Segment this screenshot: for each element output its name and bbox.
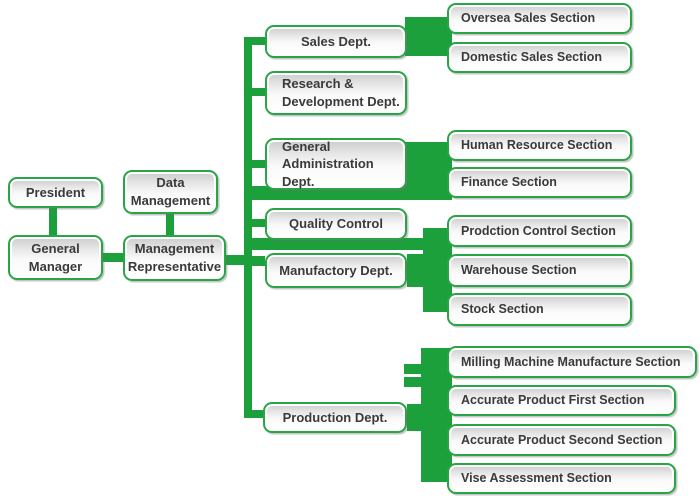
- connector-branch-general-admin: [252, 160, 265, 168]
- connector-datamgmt-mgmtrep: [166, 213, 174, 236]
- node-finance-section: Finance Section: [447, 167, 632, 198]
- connector-branch-sales: [252, 37, 265, 45]
- node-manufactory-dept: Manufactory Dept.: [265, 253, 407, 288]
- connector-production-bar: [407, 404, 421, 431]
- connector-mgmtrep-trunk: [226, 255, 244, 265]
- connector-branch-production: [244, 410, 265, 418]
- node-vise-assessment-section: Vise Assessment Section: [447, 463, 676, 494]
- connector-stub-lower: [404, 377, 421, 387]
- node-president: President: [8, 177, 103, 208]
- node-prodction-control-section: Prodction Control Section: [447, 215, 632, 247]
- node-general-manager: General Manager: [8, 235, 103, 280]
- node-sales-dept: Sales Dept.: [265, 25, 407, 58]
- connector-branch-rnd: [252, 88, 265, 96]
- connector-president-general-manager: [49, 207, 57, 236]
- node-rnd-dept: Research & Development Dept.: [265, 71, 407, 115]
- node-management-representative: Management Representative: [123, 235, 226, 281]
- connector-gm-mgmtrep: [103, 253, 123, 262]
- node-accurate-second-section: Accurate Product Second Section: [447, 424, 676, 456]
- node-accurate-first-section: Accurate Product First Section: [447, 385, 676, 416]
- connector-band-manufactory-sections: [252, 238, 430, 250]
- node-warehouse-section: Warehouse Section: [447, 254, 632, 287]
- connector-block-sales-sections: [405, 17, 452, 56]
- connector-trunk: [244, 37, 252, 418]
- connector-bar-production-sections: [421, 348, 452, 482]
- node-quality-control: Quality Control: [265, 208, 407, 240]
- connector-branch-quality: [252, 219, 265, 227]
- node-domestic-sales-section: Domestic Sales Section: [447, 42, 632, 73]
- connector-manufactory-bar: [407, 254, 423, 287]
- connector-stub-upper: [404, 364, 421, 374]
- node-data-management: Data Management: [123, 170, 218, 214]
- connector-branch-manufactory: [252, 256, 265, 266]
- node-general-admin-dept: General Administration Dept.: [265, 138, 407, 190]
- node-production-dept: Production Dept.: [263, 402, 407, 433]
- node-oversea-sales-section: Oversea Sales Section: [447, 3, 632, 34]
- node-milling-machine-section: Milling Machine Manufacture Section: [447, 346, 697, 378]
- node-human-resource-section: Human Resource Section: [447, 130, 632, 161]
- node-stock-section: Stock Section: [447, 293, 632, 326]
- connector-block-admin-sections: [405, 142, 452, 200]
